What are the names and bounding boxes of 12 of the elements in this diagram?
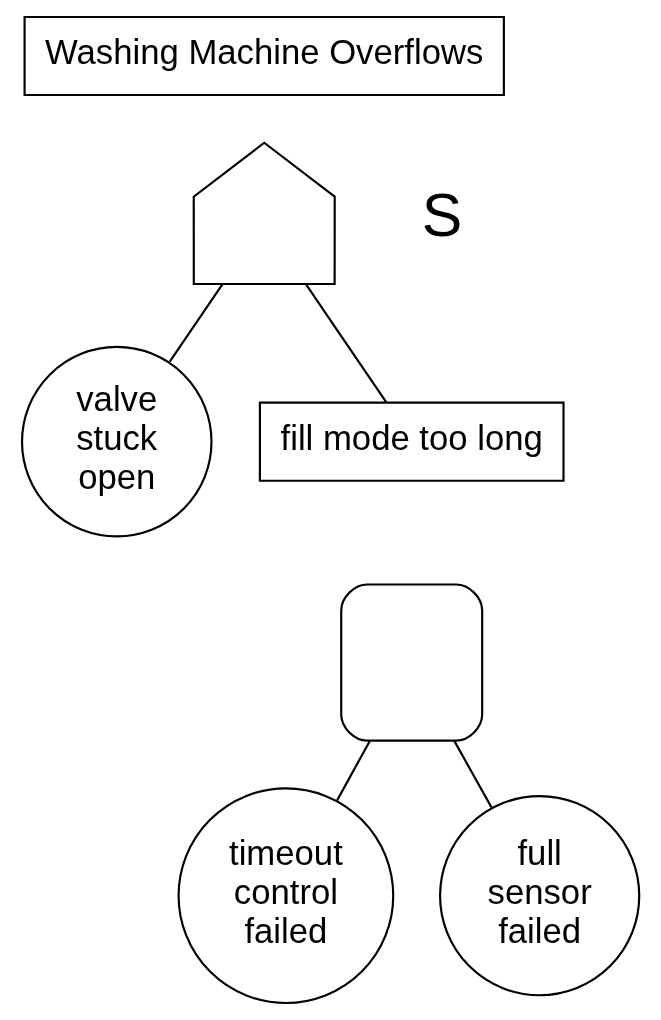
connector xyxy=(453,740,493,808)
node-circle: full sensor failed xyxy=(438,795,641,997)
connector xyxy=(305,283,388,403)
node-gate xyxy=(192,141,336,286)
node-gate xyxy=(340,583,484,742)
node-box: fill mode too long xyxy=(258,401,565,482)
node-circle: timeout control failed xyxy=(177,787,395,1005)
connector xyxy=(168,283,224,363)
label: S xyxy=(421,180,463,249)
node-box: Washing Machine Overflows xyxy=(23,15,505,97)
connector xyxy=(335,740,371,802)
node-circle: valve stuck open xyxy=(20,345,213,538)
